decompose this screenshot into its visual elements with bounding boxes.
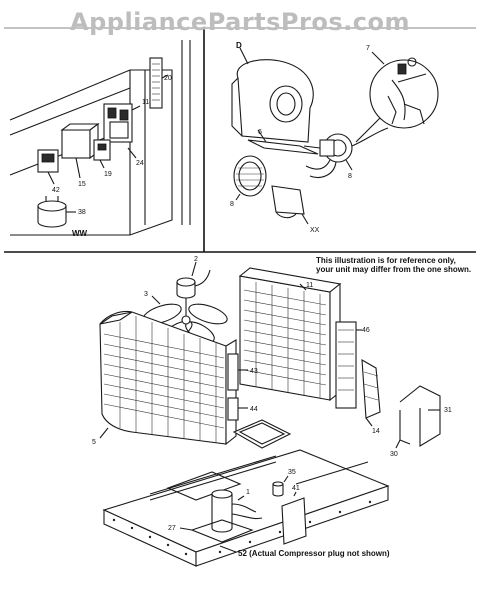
reference-note-line-1: This illustration is for reference only, [316,256,456,265]
label-44: 44 [250,406,258,413]
label-d: D [236,41,242,50]
control-box-assembly [9,40,191,236]
label-42: 42 [52,187,60,194]
label-31: 31 [444,407,452,414]
label-35: 35 [288,469,296,476]
label-5: 5 [92,439,96,446]
label-43: 43 [250,368,258,375]
label-15: 15 [78,181,86,188]
label-24: 24 [136,160,144,167]
label-30: 30 [390,451,398,458]
label-27: 27 [168,525,176,532]
label-20: 20 [164,75,172,82]
label-41: 41 [292,485,300,492]
label-8-wheel: 8 [230,201,234,208]
label-46: 46 [362,327,370,334]
label-7: 7 [366,45,370,52]
label-ww: WW [72,229,88,238]
label-2: 2 [194,256,198,263]
outdoor-assembly [99,261,441,567]
reference-note-line-2: your unit may differ from the one shown. [316,265,471,274]
label-1: 1 [246,489,250,496]
label-38: 38 [78,209,86,216]
watermark-text: AppliancePartsPros.com [70,8,410,36]
caption-52: 52 (Actual Compressor plug not shown) [238,549,390,558]
label-11-top: 11 [142,99,149,106]
label-11-coil: 11 [306,282,313,289]
label-19: 19 [104,171,112,178]
blower-assembly [231,47,439,225]
label-8-motor: 8 [348,173,352,180]
panel-borders [4,27,476,253]
label-6-blower: 6 [258,129,262,136]
label-xx: XX [310,227,320,234]
label-3: 3 [144,291,148,298]
label-14: 14 [372,428,380,435]
